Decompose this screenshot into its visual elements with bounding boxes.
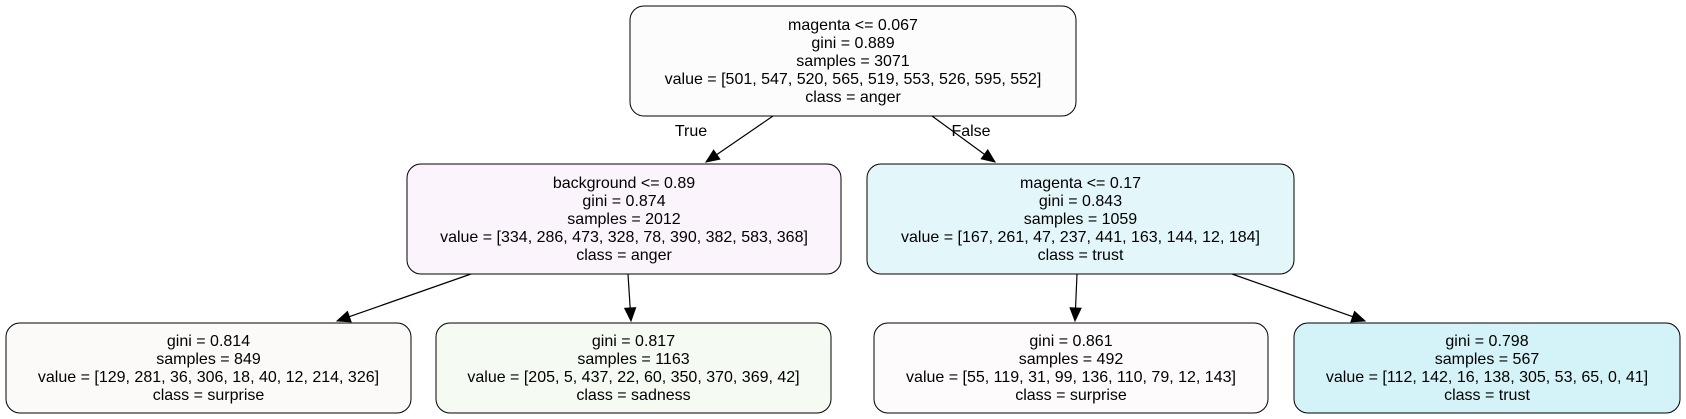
node-line: samples = 567	[1435, 351, 1540, 368]
edge-arrowhead	[1350, 310, 1367, 323]
node-line: magenta <= 0.17	[1020, 175, 1141, 192]
edge-arrowhead	[980, 148, 997, 163]
node-line: value = [334, 286, 473, 328, 78, 390, 38…	[440, 229, 808, 246]
node-line: value = [167, 261, 47, 237, 441, 163, 14…	[901, 229, 1260, 246]
edge-arrowhead	[704, 149, 721, 163]
node-box	[5, 322, 412, 414]
edge-label-true: True	[675, 123, 707, 140]
node-line: gini = 0.874	[582, 193, 665, 210]
node-line: gini = 0.889	[811, 35, 894, 52]
node-box	[866, 163, 1295, 275]
edge-left-to-left-left	[349, 273, 472, 318]
node-line: class = anger	[576, 247, 672, 264]
node-line: gini = 0.817	[592, 333, 675, 350]
edge-label-false: False	[951, 123, 990, 140]
node-line: samples = 1059	[1024, 211, 1138, 228]
node-line: magenta <= 0.067	[788, 17, 918, 34]
node-box	[435, 322, 832, 414]
node-line: class = sadness	[576, 387, 690, 404]
node-line: class = surprise	[1015, 387, 1127, 404]
node-line: value = [205, 5, 437, 22, 60, 350, 370, …	[467, 369, 799, 386]
node-line: samples = 1163	[577, 351, 689, 368]
node-line: background <= 0.89	[553, 175, 695, 192]
edge-root-to-left	[716, 115, 774, 156]
node-line: gini = 0.843	[1039, 193, 1122, 210]
node-line: value = [112, 142, 16, 138, 305, 53, 65,…	[1326, 369, 1648, 386]
node-line: gini = 0.861	[1029, 333, 1112, 350]
edge-left-to-left-right	[627, 273, 631, 309]
node-box	[1293, 322, 1681, 414]
edge-root-to-right	[931, 115, 985, 155]
node-line: gini = 0.814	[167, 333, 250, 350]
node-line: samples = 492	[1019, 351, 1124, 368]
node-box	[873, 322, 1269, 414]
node-line: gini = 0.798	[1445, 333, 1528, 350]
node-line: value = [129, 281, 36, 306, 18, 40, 12, …	[38, 369, 379, 386]
node-box	[406, 163, 842, 275]
node-box	[629, 5, 1077, 117]
node-line: samples = 2012	[567, 211, 681, 228]
edge-arrowhead	[623, 307, 637, 323]
edge-right-to-right-left	[1074, 273, 1078, 309]
edge-arrowhead	[1069, 307, 1082, 323]
edge-right-to-right-right	[1231, 273, 1353, 318]
node-line: class = anger	[805, 89, 901, 106]
node-line: class = trust	[1444, 387, 1530, 404]
edge-arrowhead	[335, 310, 352, 323]
node-line: class = trust	[1038, 247, 1124, 264]
node-line: value = [501, 547, 520, 565, 519, 553, 5…	[665, 71, 1042, 88]
node-line: samples = 849	[156, 351, 261, 368]
node-line: class = surprise	[153, 387, 265, 404]
node-line: value = [55, 119, 31, 99, 136, 110, 79, …	[906, 369, 1236, 386]
node-line: samples = 3071	[796, 53, 910, 70]
